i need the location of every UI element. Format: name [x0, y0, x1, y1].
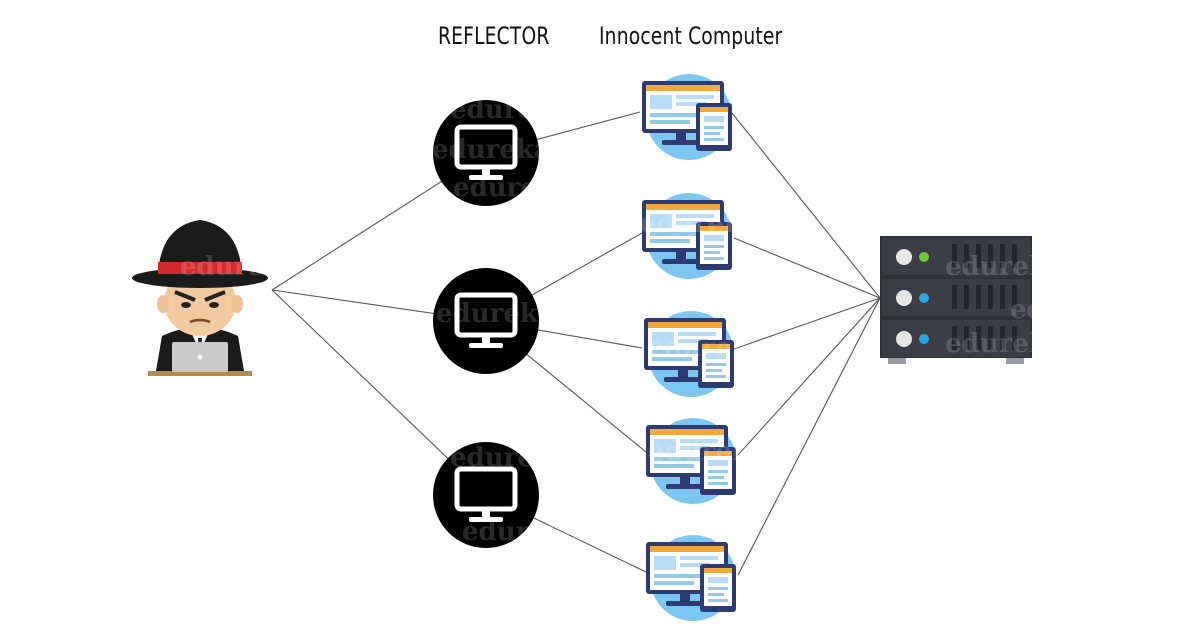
edureka-watermark: edureka! — [1010, 295, 1140, 325]
computer-icon — [646, 535, 736, 621]
edureka-watermark: edureka! — [462, 517, 592, 547]
edureka-watermark: edureka! — [945, 252, 1075, 282]
edureka-watermark: edureka! — [945, 329, 1075, 359]
edureka-watermark: edureka! — [453, 173, 583, 203]
edureka-watermark: edureka! — [436, 299, 566, 329]
hacker-icon — [132, 220, 268, 376]
connection-line-innocent-5-to-target — [737, 297, 881, 576]
edureka-watermark: edureka! — [648, 333, 778, 363]
edureka-watermark: edureka! — [640, 209, 770, 239]
connection-line-innocent-3-to-target — [733, 297, 881, 350]
reflector-node — [433, 442, 539, 548]
monitor-icon — [454, 466, 518, 522]
computer-icon — [642, 74, 732, 160]
connection-line-innocent-2-to-target — [733, 237, 881, 299]
server-icon — [880, 236, 1032, 364]
edureka-watermark: edureka! — [450, 443, 580, 473]
edureka-watermark: edureka! — [432, 135, 562, 165]
reflector-label: REFLECTOR — [438, 22, 550, 50]
innocent-computer-label: Innocent Computer — [599, 22, 783, 50]
reflector-node — [433, 100, 539, 206]
monitor-icon — [454, 292, 518, 348]
connection-line-innocent-4-to-target — [737, 297, 881, 456]
edureka-watermark: edureka! — [450, 95, 580, 125]
watermarks: edureka! edureka! edureka! edureka! edureka!… — [180, 95, 1140, 547]
reflector-node — [433, 268, 539, 374]
edureka-watermark: edureka! — [180, 252, 310, 282]
computer-icon — [642, 193, 732, 279]
monitor-icon — [454, 124, 518, 180]
edureka-watermark: edureka! — [648, 437, 778, 467]
computer-icon — [644, 311, 734, 397]
diagram-nodes — [132, 74, 1032, 621]
computer-icon — [646, 418, 736, 504]
connection-line-innocent-1-to-target — [731, 112, 881, 299]
